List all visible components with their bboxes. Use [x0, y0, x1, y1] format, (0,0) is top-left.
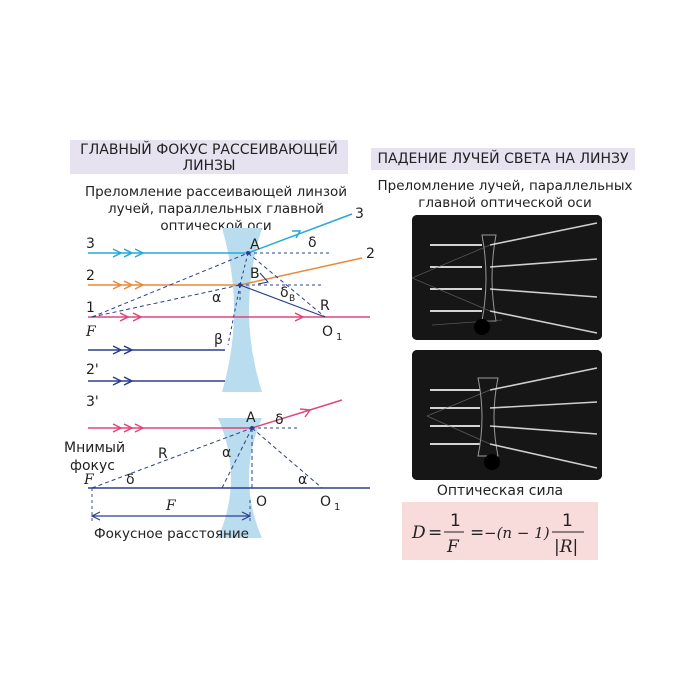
- label-ray2p: 2': [86, 362, 99, 378]
- point-A-bottom: [250, 426, 254, 430]
- ray-3-out: [247, 213, 353, 254]
- label-alpha-bottom-2: α: [298, 472, 307, 488]
- label-O1-bottom-sub: 1: [334, 502, 340, 513]
- label-F-length: F: [165, 498, 177, 514]
- formula-mid: −(n − 1): [484, 524, 550, 542]
- label-ray3-out: 3: [355, 206, 364, 222]
- label-alpha-top: α: [212, 290, 221, 306]
- formula-eq2: =: [470, 523, 484, 543]
- label-delta-bottom: δ: [126, 472, 135, 488]
- label-R-top: R: [320, 298, 330, 314]
- formula-eq: =: [428, 523, 442, 543]
- photo-bottom: [412, 350, 602, 480]
- bottom-ray-out: [251, 399, 343, 429]
- left-subtitle-line-2: лучей, параллельных главной: [108, 201, 324, 217]
- label-O1-bottom: O: [320, 494, 331, 510]
- label-A-top: A: [250, 237, 260, 253]
- label-delta-top: δ: [308, 235, 317, 251]
- photo-top: [412, 215, 602, 340]
- right-subtitle: Преломление лучей, параллельных главной …: [370, 178, 640, 212]
- formula-F: F: [446, 537, 460, 557]
- formula-svg: D = 1 F = −(n − 1) 1 |R|: [411, 511, 584, 557]
- photo-bottom-drawing: [412, 350, 602, 480]
- left-title: ГЛАВНЫЙ ФОКУС РАССЕИВАЮЩЕЙ ЛИНЗЫ: [70, 140, 348, 174]
- optical-power-label: Оптическая сила: [436, 483, 564, 499]
- label-ray3: 3: [86, 236, 95, 252]
- label-ray2-out: 2: [366, 246, 375, 262]
- label-B-top: B: [250, 266, 260, 282]
- left-subtitle-line-1: Преломление рассеивающей линзой: [84, 184, 348, 200]
- label-R-bottom: R: [158, 446, 168, 462]
- label-O-bottom: O: [256, 494, 267, 510]
- label-O1-top-sub: 1: [336, 332, 342, 343]
- bottom-lens: [218, 418, 262, 538]
- optical-power-formula: D = 1 F = −(n − 1) 1 |R|: [402, 502, 598, 560]
- label-ray1: 1: [86, 300, 95, 316]
- right-title: ПАДЕНИЕ ЛУЧЕЙ СВЕТА НА ЛИНЗУ: [371, 148, 635, 170]
- label-F-top: F: [85, 324, 97, 340]
- right-subtitle-line-2: главной оптической оси: [418, 195, 592, 211]
- photo-top-drawing: [412, 215, 602, 340]
- label-ray2: 2: [86, 268, 95, 284]
- label-F-bottom: F: [83, 472, 95, 488]
- label-delta-b-top: δ: [280, 285, 289, 301]
- label-beta-top: β: [214, 332, 223, 348]
- label-alpha-bottom-1: α: [222, 445, 231, 461]
- point-B-top: [238, 283, 242, 287]
- label-ray3p: 3': [86, 394, 99, 410]
- ray-2-out: [239, 257, 363, 286]
- right-subtitle-line-1: Преломление лучей, параллельных: [377, 178, 633, 194]
- formula-R: |R|: [554, 537, 578, 557]
- label-delta-b-sub: B: [289, 294, 295, 304]
- formula-one: 1: [450, 511, 461, 531]
- label-focal-distance: Фокусное расстояние: [94, 526, 249, 542]
- label-virtual-focus-1: Мнимый: [64, 440, 125, 456]
- formula-D: D: [411, 523, 426, 543]
- left-subtitle: Преломление рассеивающей линзой лучей, п…: [82, 184, 350, 235]
- label-delta-bottom-2: δ: [275, 412, 284, 428]
- label-O1-top: O: [322, 324, 333, 340]
- point-A-top: [246, 251, 250, 255]
- top-lens: [222, 228, 262, 392]
- label-virtual-focus-2: фокус: [70, 458, 115, 474]
- label-A-bottom: A: [246, 410, 256, 426]
- formula-one2: 1: [562, 511, 573, 531]
